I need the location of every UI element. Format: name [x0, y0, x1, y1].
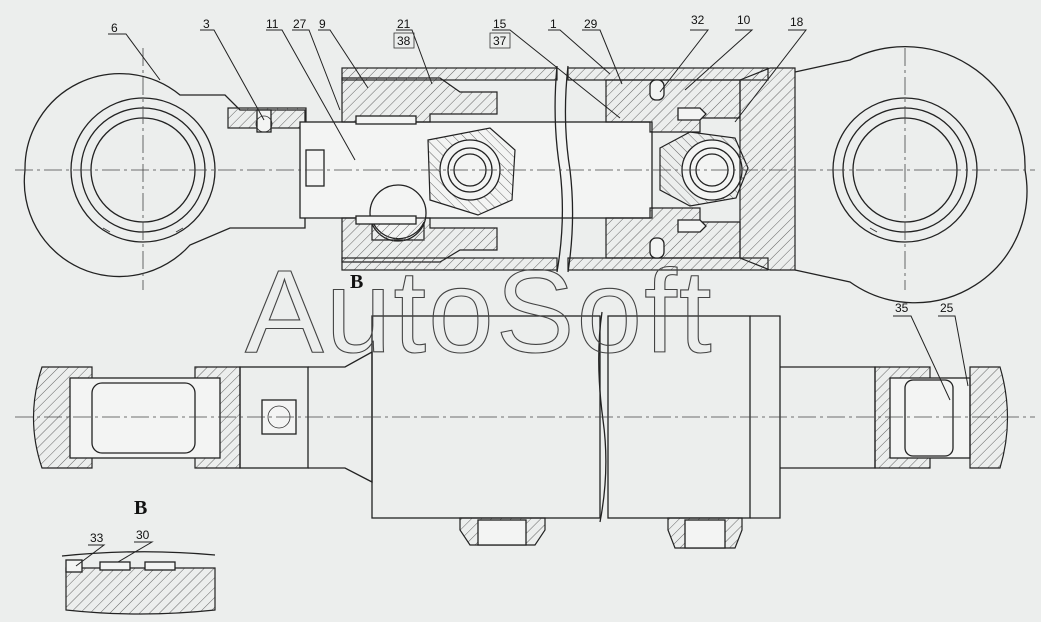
piston-10: [605, 79, 749, 259]
callout-33: 33: [90, 531, 104, 545]
callout-38: 38: [397, 34, 411, 48]
cylinder-tube-1: [341, 65, 769, 273]
callout-32: 32: [691, 13, 705, 27]
callout-30: 30: [136, 528, 150, 542]
callout-35: 35: [895, 301, 909, 315]
grease-fitting-3: [227, 107, 307, 133]
callout-11: 11: [266, 17, 279, 31]
callout-25: 25: [940, 301, 954, 315]
callout-27: 27: [293, 17, 307, 31]
leader-lines: [75, 29, 969, 567]
callout-labels: 6 3 11 27 9 21 38 15 37 1 29 32 10 18 35…: [90, 13, 954, 545]
callout-1: 1: [550, 17, 557, 31]
detail-title-b: B: [134, 497, 147, 519]
detail-b: [61, 551, 216, 615]
callout-3: 3: [203, 17, 210, 31]
bottom-elevation-view: [15, 311, 1035, 549]
gland-9: [341, 77, 498, 263]
callout-6: 6: [111, 21, 118, 35]
callout-10: 10: [737, 13, 751, 27]
callout-18: 18: [790, 15, 804, 29]
callout-9: 9: [319, 17, 326, 31]
callout-29: 29: [584, 17, 598, 31]
cylinder-head-right: [739, 46, 1028, 304]
callout-37: 37: [493, 34, 507, 48]
callout-21: 21: [397, 17, 411, 31]
watermark: AutoSoft: [245, 246, 714, 378]
section-marker-b: B: [350, 271, 363, 293]
top-section-view: [15, 46, 1035, 304]
callout-15: 15: [493, 17, 507, 31]
